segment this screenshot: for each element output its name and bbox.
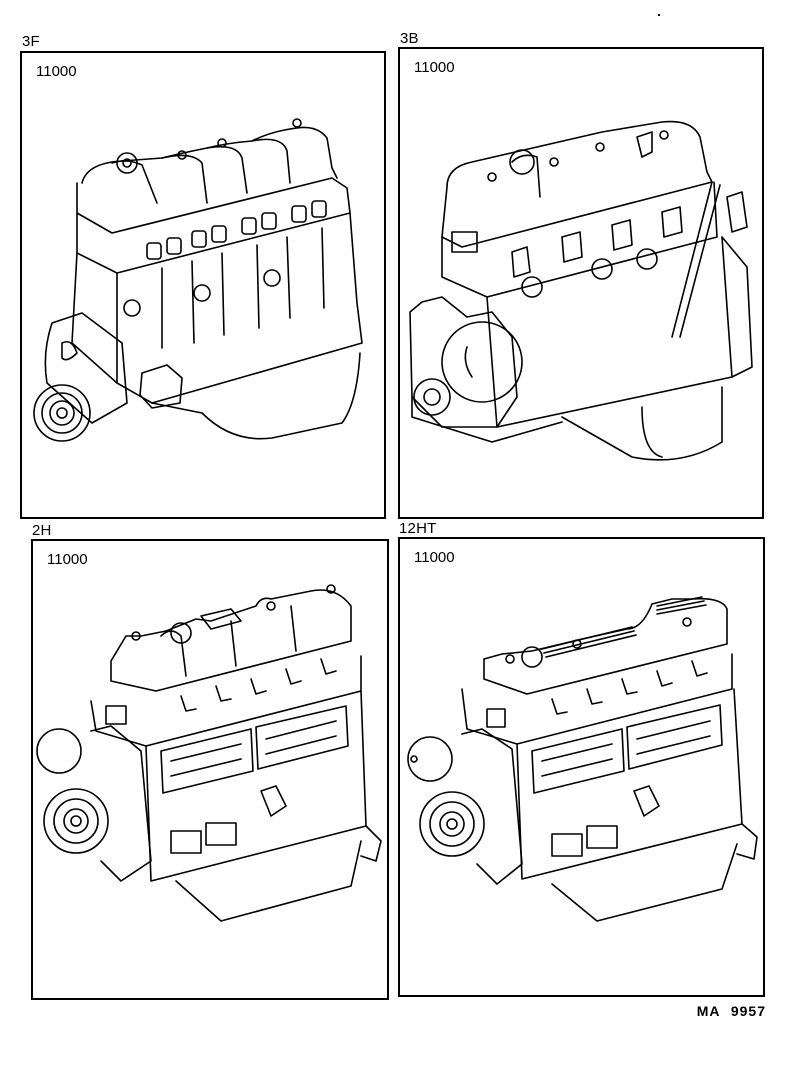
model-label-2h: 2H xyxy=(32,522,52,539)
part-number: 11000 xyxy=(414,59,455,76)
model-label-12ht: 12HT xyxy=(399,520,437,537)
reference-code: MA 9957 xyxy=(696,1003,766,1019)
model-label-3f: 3F xyxy=(22,33,40,50)
scan-speck xyxy=(658,14,660,16)
engine-illustration-2h-icon xyxy=(31,581,386,946)
part-number: 11000 xyxy=(47,551,88,568)
panel-3f: 11000 xyxy=(20,51,386,519)
engine-illustration-3b-icon xyxy=(402,97,762,477)
engine-illustration-3f-icon xyxy=(32,103,377,473)
engine-illustration-12ht-icon xyxy=(402,579,762,944)
panel-12ht: 11000 xyxy=(398,537,765,997)
panel-2h: 11000 xyxy=(31,539,389,1000)
model-label-3b: 3B xyxy=(400,30,419,47)
panel-3b: 11000 xyxy=(398,47,764,519)
part-number: 11000 xyxy=(414,549,455,566)
part-number: 11000 xyxy=(36,63,77,80)
